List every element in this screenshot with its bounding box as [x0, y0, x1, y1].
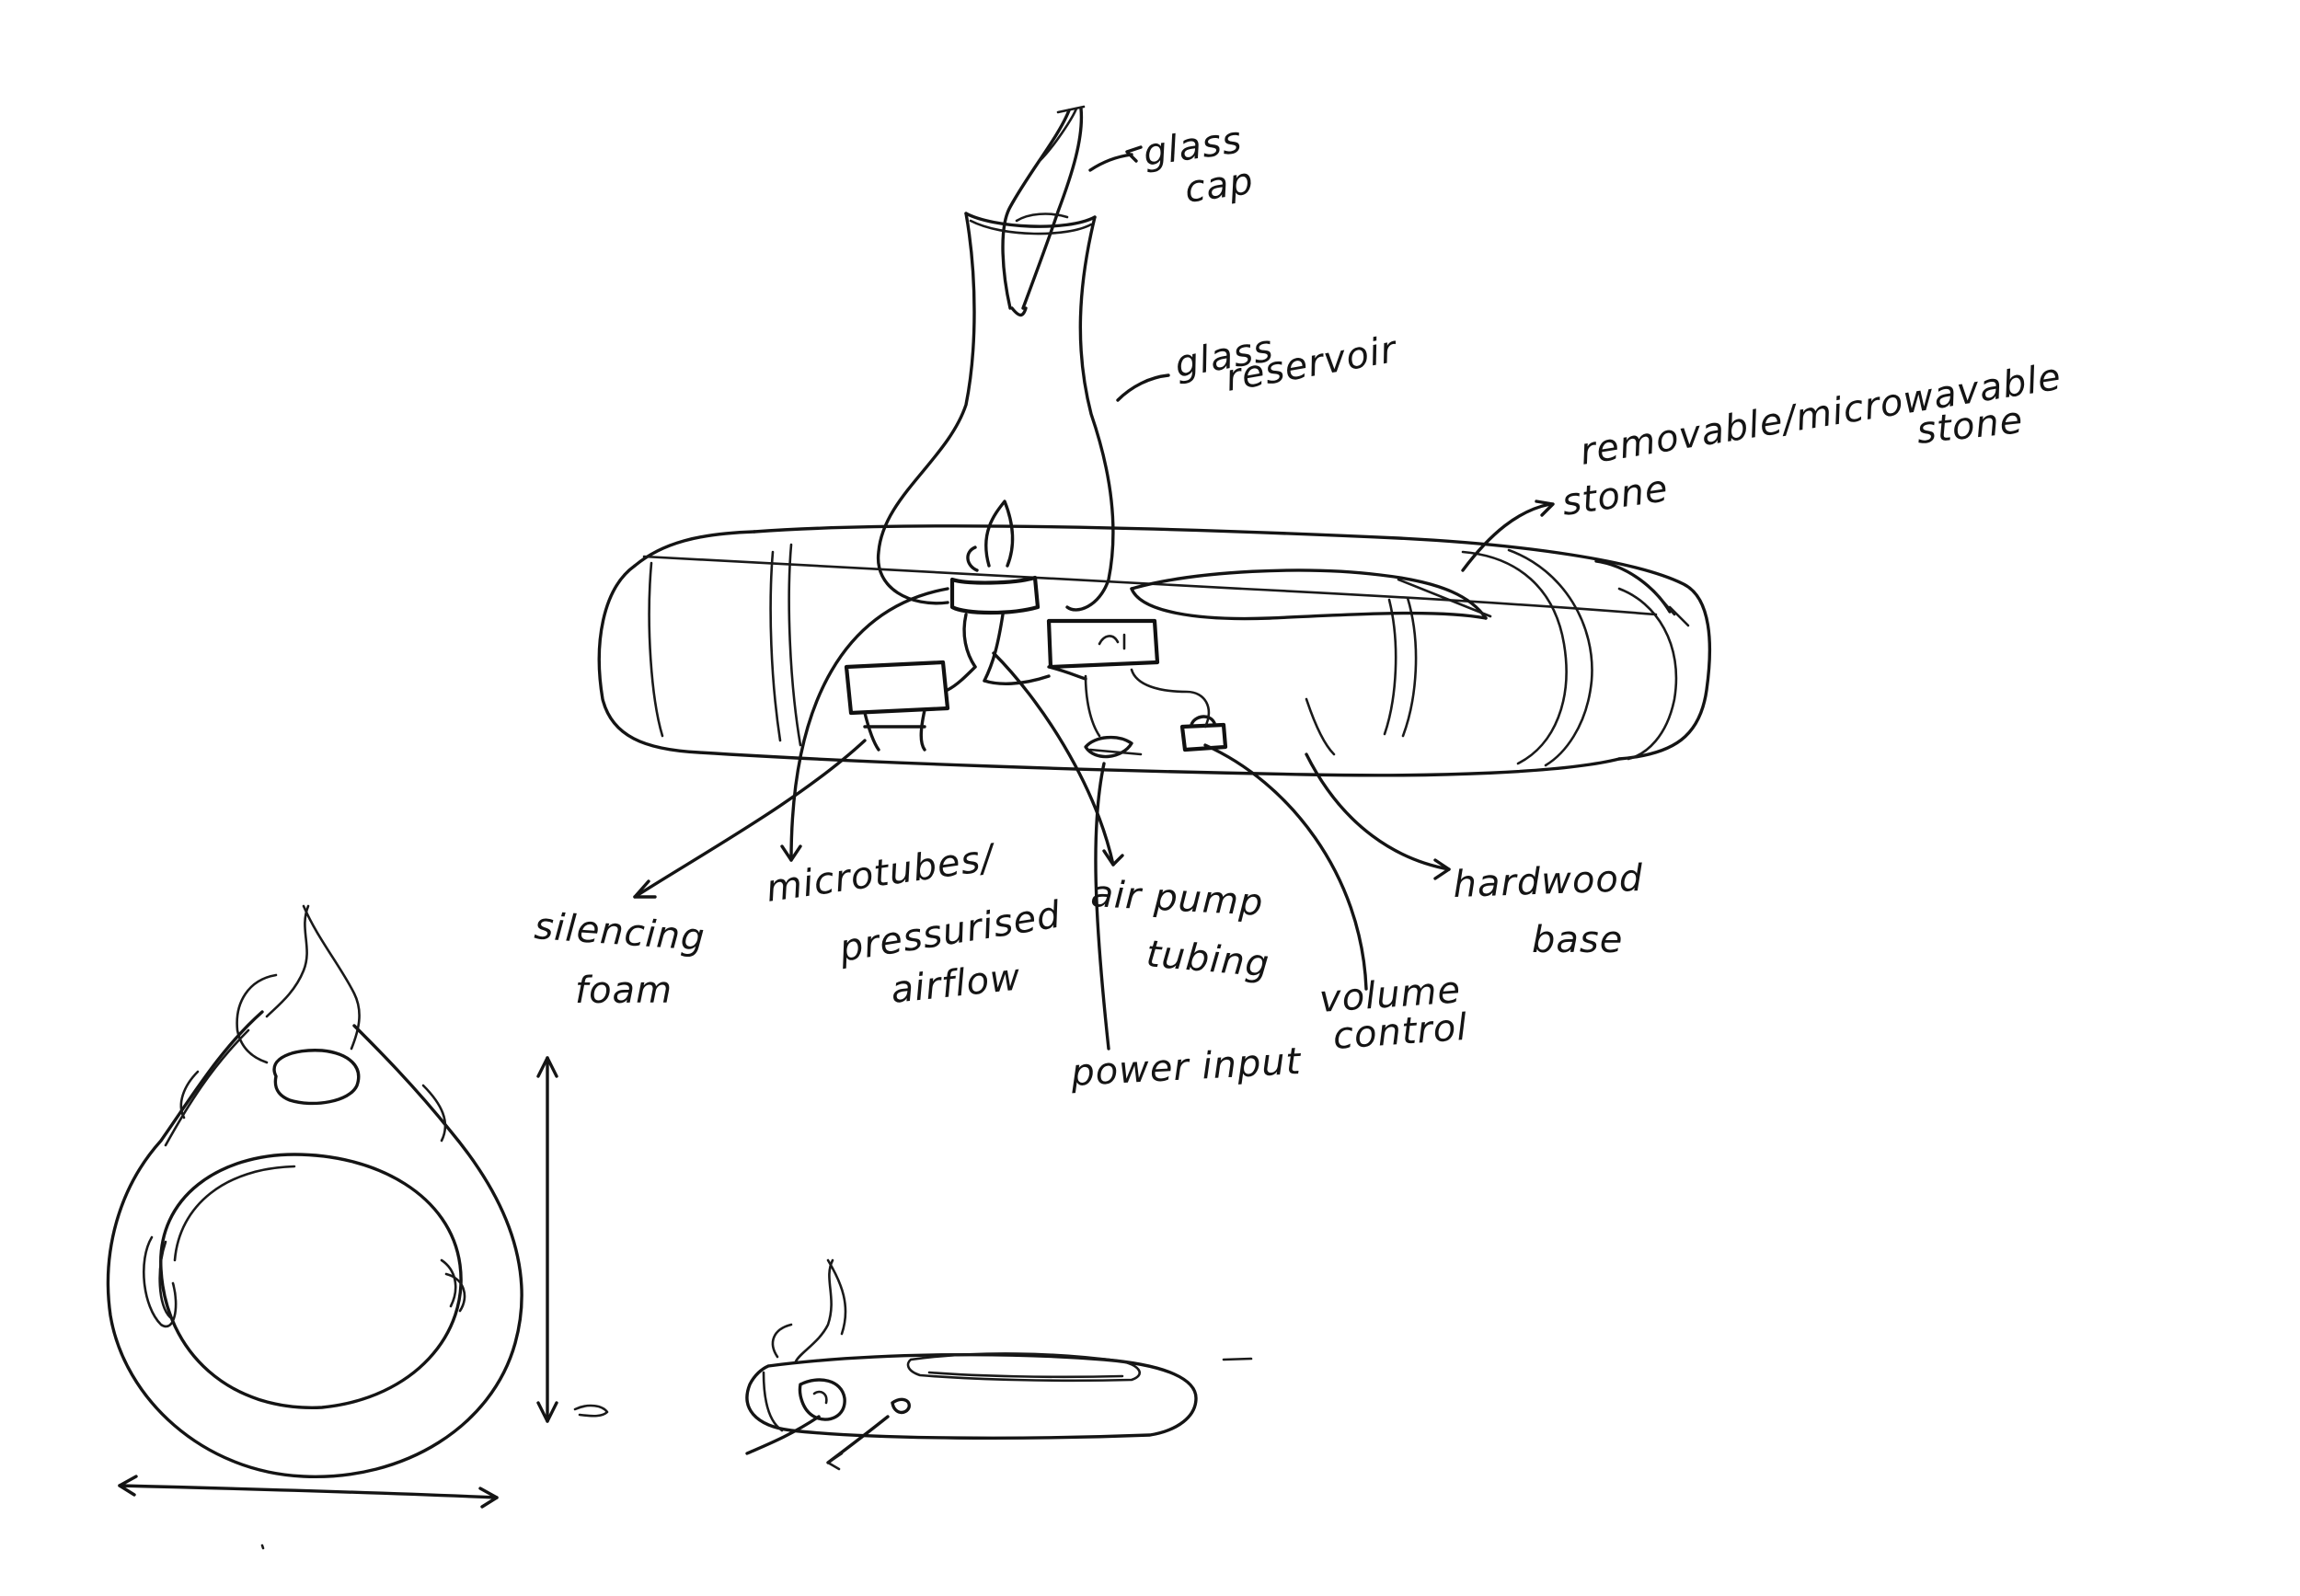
internal-wires — [1084, 668, 1211, 738]
power-input-drawing — [1084, 736, 1143, 759]
label-silencing-foam-line2: foam — [575, 970, 673, 1012]
air-pump-drawing — [1046, 618, 1160, 670]
volume-control-drawing — [1179, 715, 1228, 752]
label-power-input: power input — [1069, 1040, 1303, 1095]
side-view-sketch — [745, 1258, 1253, 1471]
leader-glass-cap — [1088, 153, 1133, 172]
label-hardwood-base-line2: base — [1532, 919, 1623, 961]
leader-microtubes — [789, 587, 949, 862]
leader-glass-reservoir — [1116, 373, 1170, 402]
glass-cap-drawing — [1001, 105, 1086, 317]
label-volume-control-line2: control — [1331, 1006, 1468, 1058]
label-microtubes-line2: pressurised — [835, 893, 1064, 970]
label-air-pump-tubing-line1: air pump — [1089, 873, 1264, 924]
silencing-foam-drawing — [844, 660, 950, 752]
main-diffuser-sketch — [597, 105, 1711, 777]
hardwood-base-drawing — [597, 524, 1711, 777]
label-microtubes-line3: airflow — [889, 956, 1022, 1012]
leader-volume-control — [1203, 743, 1368, 991]
leader-stone — [1461, 502, 1552, 572]
leader-power-input — [1094, 762, 1110, 1051]
leader-silencing-foam — [633, 739, 867, 899]
label-volume-control-line1: volume — [1317, 969, 1462, 1021]
label-stone-line3: stone — [1559, 467, 1671, 524]
side-view-leader-1 — [745, 1415, 821, 1455]
annotation-labels: glass cap glass reservoir removable/micr… — [533, 119, 2064, 1095]
label-air-pump-tubing-line2: tubing — [1144, 933, 1271, 986]
label-hardwood-base-line1: hardwood — [1453, 857, 1644, 906]
stone-drawing — [1130, 568, 1492, 621]
leader-air-pump-tubing — [992, 651, 1115, 867]
width-dimension-arrow — [118, 1484, 499, 1499]
label-silencing-foam-line1: silencing — [533, 905, 707, 959]
leader-lines — [633, 145, 1555, 1051]
top-view-sketch — [106, 904, 609, 1550]
leader-hardwood-base — [1305, 752, 1451, 871]
glass-reservoir-drawing — [876, 212, 1115, 612]
wick-tube-drawing — [946, 499, 1087, 692]
label-glass-cap-line2: cap — [1182, 160, 1257, 212]
